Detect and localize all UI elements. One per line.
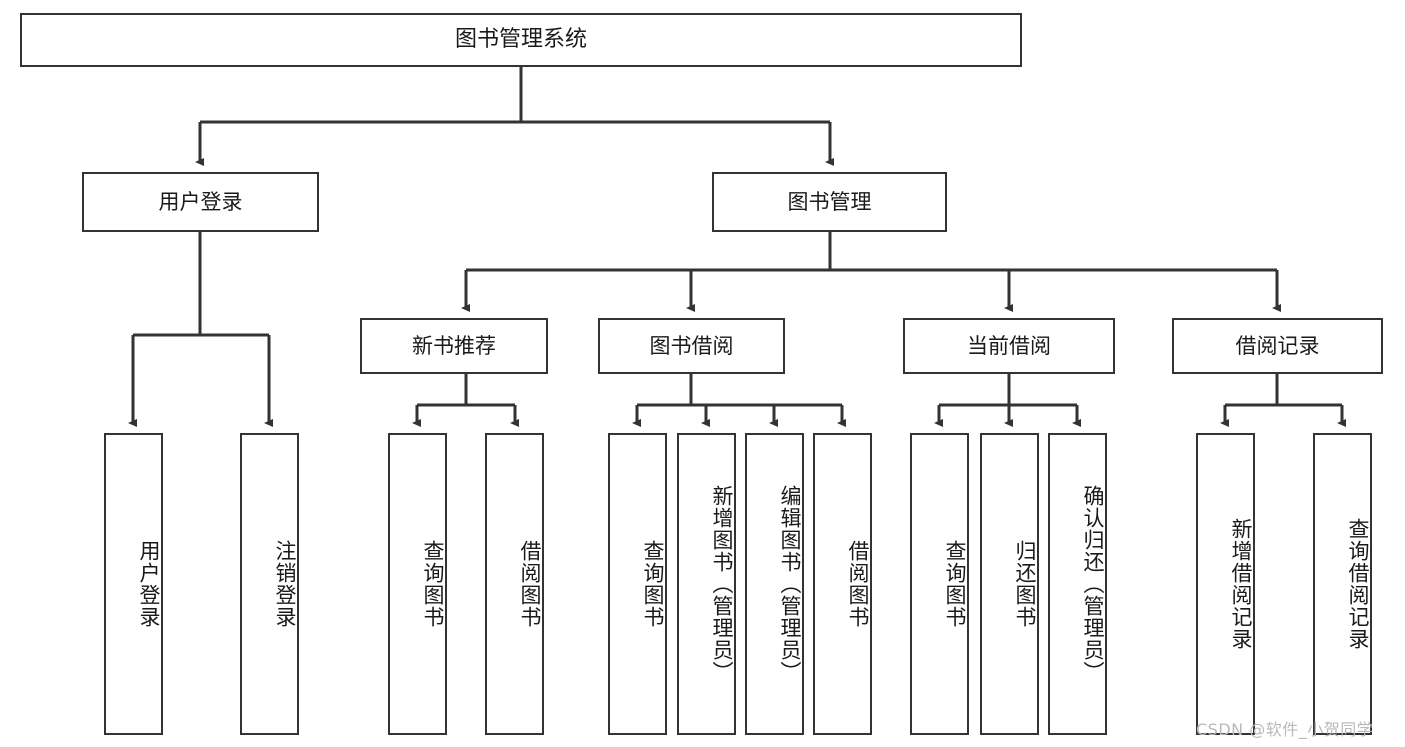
node-user-login[interactable]: 用户登录 bbox=[82, 172, 319, 232]
node-book-borrow[interactable]: 图书借阅 bbox=[598, 318, 785, 374]
leaf-user-login-signin[interactable]: 用户登录 bbox=[104, 433, 163, 735]
node-book-management[interactable]: 图书管理 bbox=[712, 172, 947, 232]
leaf-record-add-record[interactable]: 新增借阅记录 bbox=[1196, 433, 1255, 735]
leaf-borrow-borrow-book[interactable]: 借阅图书 bbox=[813, 433, 872, 735]
leaf-current-query-book[interactable]: 查询图书 bbox=[910, 433, 969, 735]
node-root-system[interactable]: 图书管理系统 bbox=[20, 13, 1022, 67]
leaf-user-login-signout[interactable]: 注销登录 bbox=[240, 433, 299, 735]
node-current-borrow[interactable]: 当前借阅 bbox=[903, 318, 1115, 374]
leaf-recommend-borrow-book[interactable]: 借阅图书 bbox=[485, 433, 544, 735]
csdn-watermark: CSDN @软件_小贺同学 bbox=[1196, 720, 1374, 739]
leaf-borrow-edit-book-admin[interactable]: 编辑图书（管理员） bbox=[745, 433, 804, 735]
leaf-borrow-query-book[interactable]: 查询图书 bbox=[608, 433, 667, 735]
leaf-current-return-book[interactable]: 归还图书 bbox=[980, 433, 1039, 735]
leaf-recommend-query-book[interactable]: 查询图书 bbox=[388, 433, 447, 735]
leaf-borrow-add-book-admin[interactable]: 新增图书（管理员） bbox=[677, 433, 736, 735]
leaf-record-query-record[interactable]: 查询借阅记录 bbox=[1313, 433, 1372, 735]
node-new-book-recommend[interactable]: 新书推荐 bbox=[360, 318, 548, 374]
node-borrow-record[interactable]: 借阅记录 bbox=[1172, 318, 1383, 374]
leaf-current-confirm-return-admin[interactable]: 确认归还（管理员） bbox=[1048, 433, 1107, 735]
